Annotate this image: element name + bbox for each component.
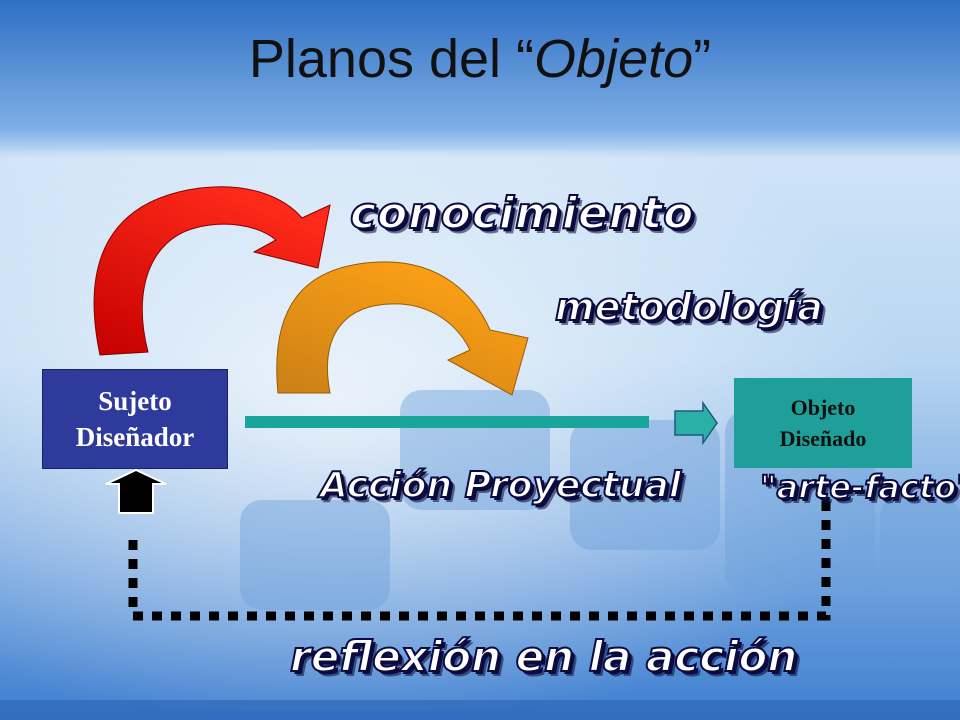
title-text: Planos del “ [248,29,535,89]
orange-curved-arrow [276,261,529,396]
small-right-arrow [674,400,718,446]
title-end: ” [693,29,712,89]
objeto-line1: Objeto [790,395,856,420]
sujeto-line2: Diseñador [75,422,195,452]
red-curved-arrow [93,186,331,356]
label-conocimiento: conocimiento [349,187,695,240]
objeto-disenado-box: Objeto Diseñado [734,378,912,468]
sujeto-line1: Sujeto [98,386,172,416]
label-reflexion: reflexión en la acción [289,631,798,682]
label-accion-proyectual: Acción Proyectual [319,464,682,507]
label-metodologia: metodología [554,284,824,330]
objeto-line2: Diseñado [779,426,867,451]
sujeto-disenador-box: Sujeto Diseñador [42,369,228,469]
up-arrow [105,468,167,514]
slide-title: Planos del “Objeto” [0,28,960,90]
action-line [245,416,649,428]
feedback-dotted-line [128,500,831,621]
label-arte-facto: "arte-facto" [759,467,960,507]
title-italic: Objeto [534,29,694,89]
